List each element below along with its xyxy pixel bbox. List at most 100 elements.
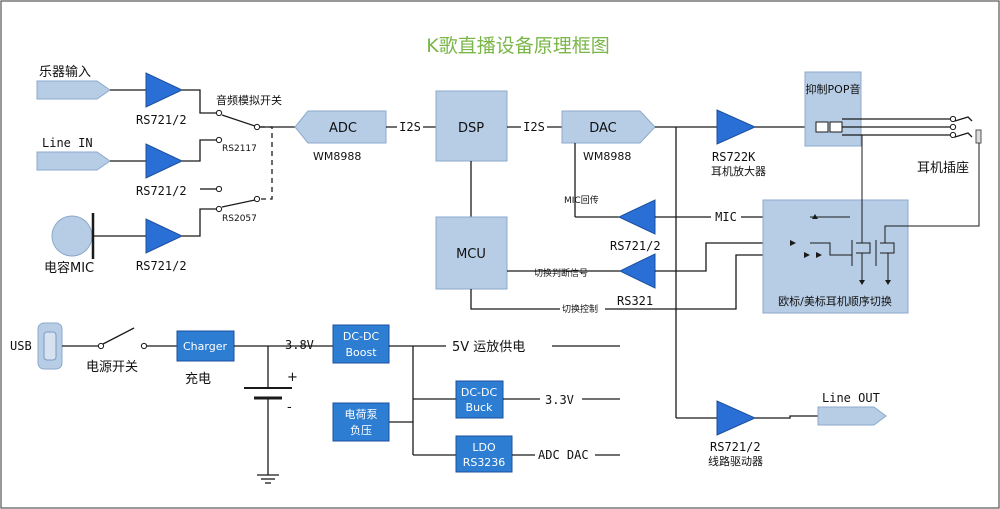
wire [655,242,810,272]
switch-blade [221,199,256,208]
charge-pump-line-2: 负压 [350,423,372,437]
mic-return-label: MIC回传 [564,194,599,206]
input-amp-2 [145,143,184,179]
switch-control-wire [470,254,810,310]
charger-label: Charger [183,340,227,353]
charger-block [176,330,235,362]
switch-control-label-bg [560,302,605,315]
usb-socket [43,331,57,361]
dsp-block [435,90,508,162]
mcu-label: MCU [456,247,486,262]
input-amp-3-label: RS721/2 [136,259,187,273]
dsp-label: DSP [458,121,484,136]
switch-cascade-link [260,126,273,200]
diagram-title: K歌直播设备原理框图 [426,35,609,57]
3v3-label: 3.3V [545,393,574,407]
line-driver-amp [716,400,757,436]
adc-label: ADC [329,121,357,136]
adc-part-label: WM8988 [313,150,361,163]
mic-return-amp-label: RS721/2 [610,239,661,253]
switch-detect-amp-label: RS321 [617,294,653,308]
input-amp-3 [145,218,184,254]
i2s-label-bg [397,117,423,133]
pop-suppress-block [804,71,862,147]
condenser-mic-icon [51,215,93,257]
usb-label: USB [10,339,32,353]
wire [182,208,216,237]
buck-block [455,380,504,419]
pop-suppress-label: 抑制POP音 [806,82,861,96]
rs2057-label: RS2057 [222,214,257,224]
wire [182,89,216,114]
5v-label-bg [446,337,552,355]
line-out-label: Line OUT [822,391,880,405]
analog-switch-label: 音频模拟开关 [216,93,282,107]
switch-contact [215,109,223,117]
instrument-input-connector [36,80,111,100]
condenser-mic-label: 电容MIC [44,260,94,276]
pop-switch-1 [815,121,829,133]
charge-pump-line-1: 电荷泵 [345,408,378,421]
jack-pin [949,123,957,131]
switch-blade [221,114,256,127]
charge-pump-block [332,402,390,442]
battery-plus: + [287,370,298,385]
standard-switch-block [762,199,909,314]
ldo-block [455,435,513,473]
mic-sense-wire [884,143,980,243]
mosfet-body [880,242,895,254]
battery-minus: - [287,400,292,415]
jack-spring [954,132,973,138]
buck-line-2: Buck [466,401,494,414]
rs2117-label: RS2117 [222,144,257,154]
v38-label: 3.8V [285,338,314,352]
boost-line-1: DC-DC [343,330,380,343]
switch-arrow [812,214,818,219]
headphone-amp-label: RS722K [712,150,756,164]
switch-control-label: 切换控制 [562,303,598,315]
headphone-jack-label: 耳机插座 [917,161,969,176]
jack-pin [949,115,957,123]
gnd-icon [859,280,865,285]
ldo-line-2: RS3236 [463,456,506,469]
headphone-amp [716,109,757,145]
mosfet-body [856,242,871,254]
input-amp-1 [145,72,184,108]
switch-contact [215,136,223,144]
line-driver-sub: 线路驱动器 [708,454,763,468]
charge-label: 充电 [185,371,211,387]
switch-detect-label: 切换判断信号 [534,267,588,279]
headphone-amp-sub: 耳机放大器 [711,164,766,178]
pop-switch-2 [829,121,843,133]
adc-dac-label: ADC DAC [538,448,589,462]
switch-common [253,195,261,203]
jack-spring [954,116,973,122]
input-amp-1-label: RS721/2 [136,113,187,127]
3v3-label-bg [540,390,582,408]
wire [810,242,852,256]
power-switch-contact [97,342,105,350]
line-in-label: Line IN [42,136,93,150]
adc-dac-label-bg [535,446,595,464]
i2s-out-label: I2S [523,120,545,134]
switch-common [253,123,261,131]
boost-line-2: Boost [345,346,377,359]
switch-contact [215,205,223,213]
dac-part-label: WM8988 [583,150,631,163]
buck-line-1: DC-DC [461,386,498,399]
switch-arrow [816,252,822,258]
jack-pin [949,131,957,139]
gnd-icon [885,280,891,285]
mic-label-bg [711,209,741,224]
line-out-connector [817,406,887,426]
dac-label: DAC [589,121,617,136]
switch-contact [215,185,223,193]
mic-line-label: MIC [715,210,737,224]
line-in-connector [36,151,111,171]
ldo-line-1: LDO [472,441,496,454]
standard-switch-label: 欧标/美标耳机顺序切换 [778,294,892,308]
i2s-in-label: I2S [399,120,421,134]
power-switch-blade [102,327,135,345]
power-switch-label: 电源开关 [86,360,138,375]
jack-plug-icon [975,129,982,144]
